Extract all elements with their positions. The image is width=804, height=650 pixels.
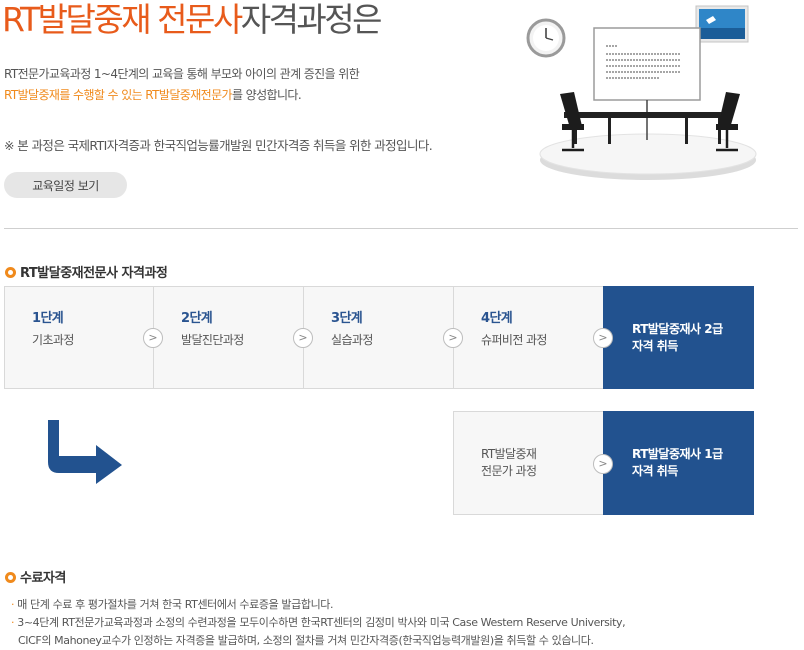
step-number: 4단계 — [481, 311, 513, 326]
conference-room-illustration — [526, 5, 757, 180]
bullet-dot-icon: · — [11, 598, 15, 611]
list-item-continued: CICF의 Mahoney교수가 인정하는 자격증을 발급하며, 소정의 절차를… — [18, 634, 594, 647]
expert-course-line: RT발달중재 — [481, 447, 537, 461]
step-name: 실습과정 — [331, 333, 373, 347]
step-name: 발달진단과정 — [181, 333, 244, 347]
expert-course-card: RT발달중재 전문가 과정 — [453, 411, 604, 515]
result-line: 자격 취득 — [632, 464, 678, 478]
result-line: RT발달중재사 1급 — [632, 447, 723, 461]
chevron-right-icon: > — [293, 328, 313, 348]
presentation-board-icon — [593, 27, 701, 140]
step-1-card: 1단계 기초과정 — [4, 286, 154, 389]
intro-line-2: RT발달중재를 수행할 수 있는 RT발달중재전문가를 양성합니다. — [4, 85, 359, 106]
grade2-result-card: RT발달중재사 2급 자격 취득 — [603, 286, 754, 389]
page-title: RT발달중재 전문사자격과정은 — [2, 0, 383, 40]
expert-course-line: 전문가 과정 — [481, 464, 537, 478]
intro-highlight: RT발달중재를 수행할 수 있는 RT발달중재전문가 — [4, 88, 233, 102]
bullet-circle-icon — [5, 572, 16, 583]
course-section-heading: RT발달중재전문사 자격과정 — [5, 262, 168, 281]
intro-note: ※ 본 과정은 국제RTI자격증과 한국직업능률개발원 민간자격증 취득을 위한… — [4, 138, 433, 153]
list-item: · 3~4단계 RT전문가교육과정과 소정의 수련과정을 모두이수하면 한국RT… — [11, 616, 626, 629]
chevron-right-icon: > — [593, 454, 613, 474]
completion-section-title: 수료자격 — [20, 571, 66, 586]
bullet-circle-icon — [5, 267, 16, 278]
course-section-title: RT발달중재전문사 자격과정 — [20, 266, 168, 281]
result-line: RT발달중재사 2급 — [632, 322, 723, 336]
result-line: 자격 취득 — [632, 339, 678, 353]
chevron-right-icon: > — [593, 328, 613, 348]
wall-picture-icon — [695, 5, 749, 43]
conference-table-icon — [564, 112, 732, 144]
completion-bullets: · 매 단계 수료 후 평가절차를 거쳐 한국 RT센터에서 수료증을 발급합니… — [11, 596, 626, 650]
clock-icon — [526, 18, 566, 58]
step-number: 2단계 — [181, 311, 213, 326]
intro-text: RT전문가교육과정 1~4단계의 교육을 통해 부모와 아이의 관계 증진을 위… — [4, 64, 360, 106]
step-2-card: 2단계 발달진단과정 — [153, 286, 304, 389]
step-name: 슈퍼비전 과정 — [481, 333, 547, 347]
chevron-right-icon: > — [443, 328, 463, 348]
page-title-highlight: RT발달중재 전문사 — [2, 0, 243, 39]
completion-section-heading: 수료자격 — [5, 567, 66, 586]
step-number: 1단계 — [32, 311, 64, 326]
office-chair-icon — [560, 92, 584, 152]
intro-line-1: RT전문가교육과정 1~4단계의 교육을 통해 부모와 아이의 관계 증진을 위… — [4, 67, 360, 81]
bullet-dot-icon: · — [11, 616, 15, 629]
page-title-rest: 자격과정은 — [240, 0, 383, 39]
grade1-result-card: RT발달중재사 1급 자격 취득 — [603, 411, 754, 515]
list-item: · 매 단계 수료 후 평가절차를 거쳐 한국 RT센터에서 수료증을 발급합니… — [11, 598, 334, 611]
intro-line-2-rest: 를 양성합니다. — [231, 88, 302, 102]
step-number: 3단계 — [331, 311, 363, 326]
step-name: 기초과정 — [32, 333, 74, 347]
step-3-card: 3단계 실습과정 — [303, 286, 454, 389]
chevron-right-icon: > — [143, 328, 163, 348]
office-chair-icon — [716, 92, 740, 152]
bent-arrow-icon — [48, 420, 122, 484]
step-4-card: 4단계 슈퍼비전 과정 — [453, 286, 604, 389]
view-schedule-button[interactable]: 교육일정 보기 — [4, 172, 127, 198]
section-divider — [4, 228, 798, 229]
